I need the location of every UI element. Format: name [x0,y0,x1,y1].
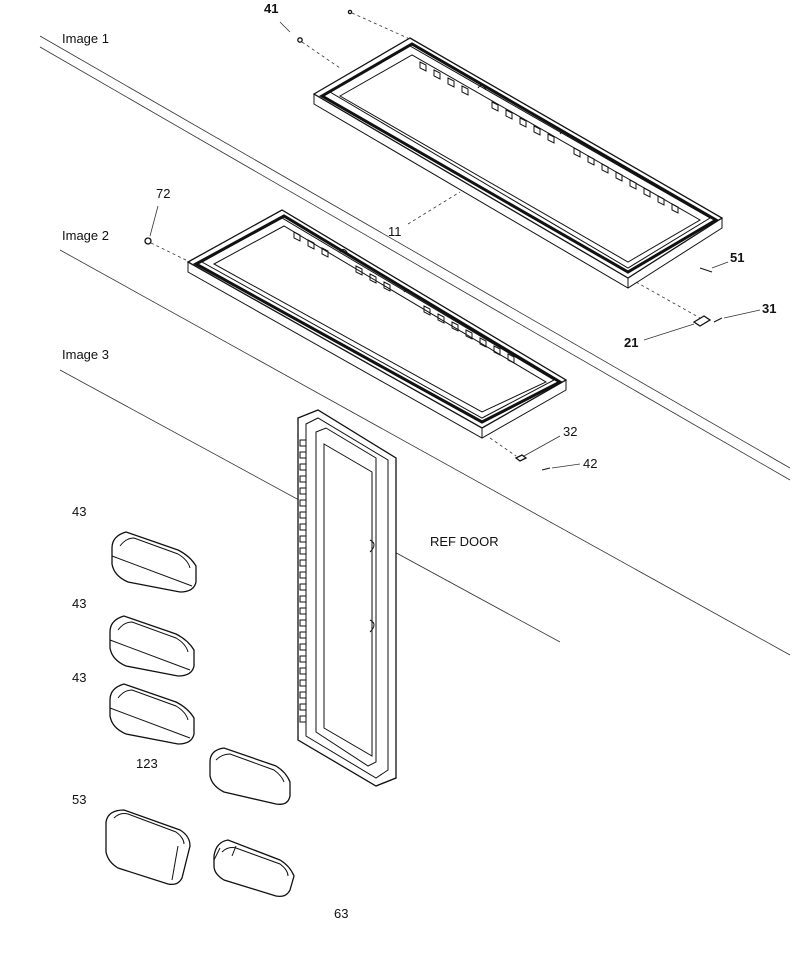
leader-51 [711,261,729,269]
callout-72: 72 [156,186,170,201]
callout-63: 63 [334,906,348,921]
frame-holes-row-middle [293,231,515,364]
screw-part-42 [541,467,551,471]
door-bin-43-top [111,531,197,593]
hinge-part-21 [635,281,712,327]
screw-part-51 [699,267,713,273]
leader-32 [523,435,561,457]
leader-31 [723,309,761,319]
divider-line-2 [39,46,791,481]
callout-53: 53 [72,792,86,807]
callout-43-top: 43 [72,504,86,519]
callout-41: 41 [264,1,278,16]
screw-part-41 [297,9,413,69]
screw-part-72 [144,237,191,263]
door-frame-middle [186,209,568,439]
callout-42: 42 [583,456,597,471]
ref-door-liner [297,409,397,787]
screw-part-32 [489,437,528,462]
door-liner-holes [299,439,375,723]
screw-part-31 [713,317,723,323]
frame-holes-row [419,61,679,214]
leader-41 [279,21,291,33]
door-bin-123 [209,747,291,805]
door-bin-43-middle [109,615,195,677]
door-frame-part-11 [312,37,724,289]
door-bin-53 [105,809,191,886]
callout-43-middle: 43 [72,596,86,611]
callout-43-lower: 43 [72,670,86,685]
leader-72 [149,205,159,237]
callout-51: 51 [730,250,744,265]
callout-11: 11 [388,224,402,239]
section-label-image-3: Image 3 [62,347,109,362]
door-bin-43-lower [109,683,195,745]
leader-11 [407,191,461,225]
section-label-image-1: Image 1 [62,31,109,46]
callout-31: 31 [762,301,776,316]
divider-line-3 [59,249,791,656]
door-bin-63 [213,839,295,898]
leader-21 [643,323,695,341]
ref-door-label: REF DOOR [430,534,499,549]
callout-21: 21 [624,335,638,350]
section-label-image-2: Image 2 [62,228,109,243]
callout-123: 123 [136,756,158,771]
callout-32: 32 [563,424,577,439]
divider-line-1 [39,35,791,469]
leader-42 [551,463,581,469]
